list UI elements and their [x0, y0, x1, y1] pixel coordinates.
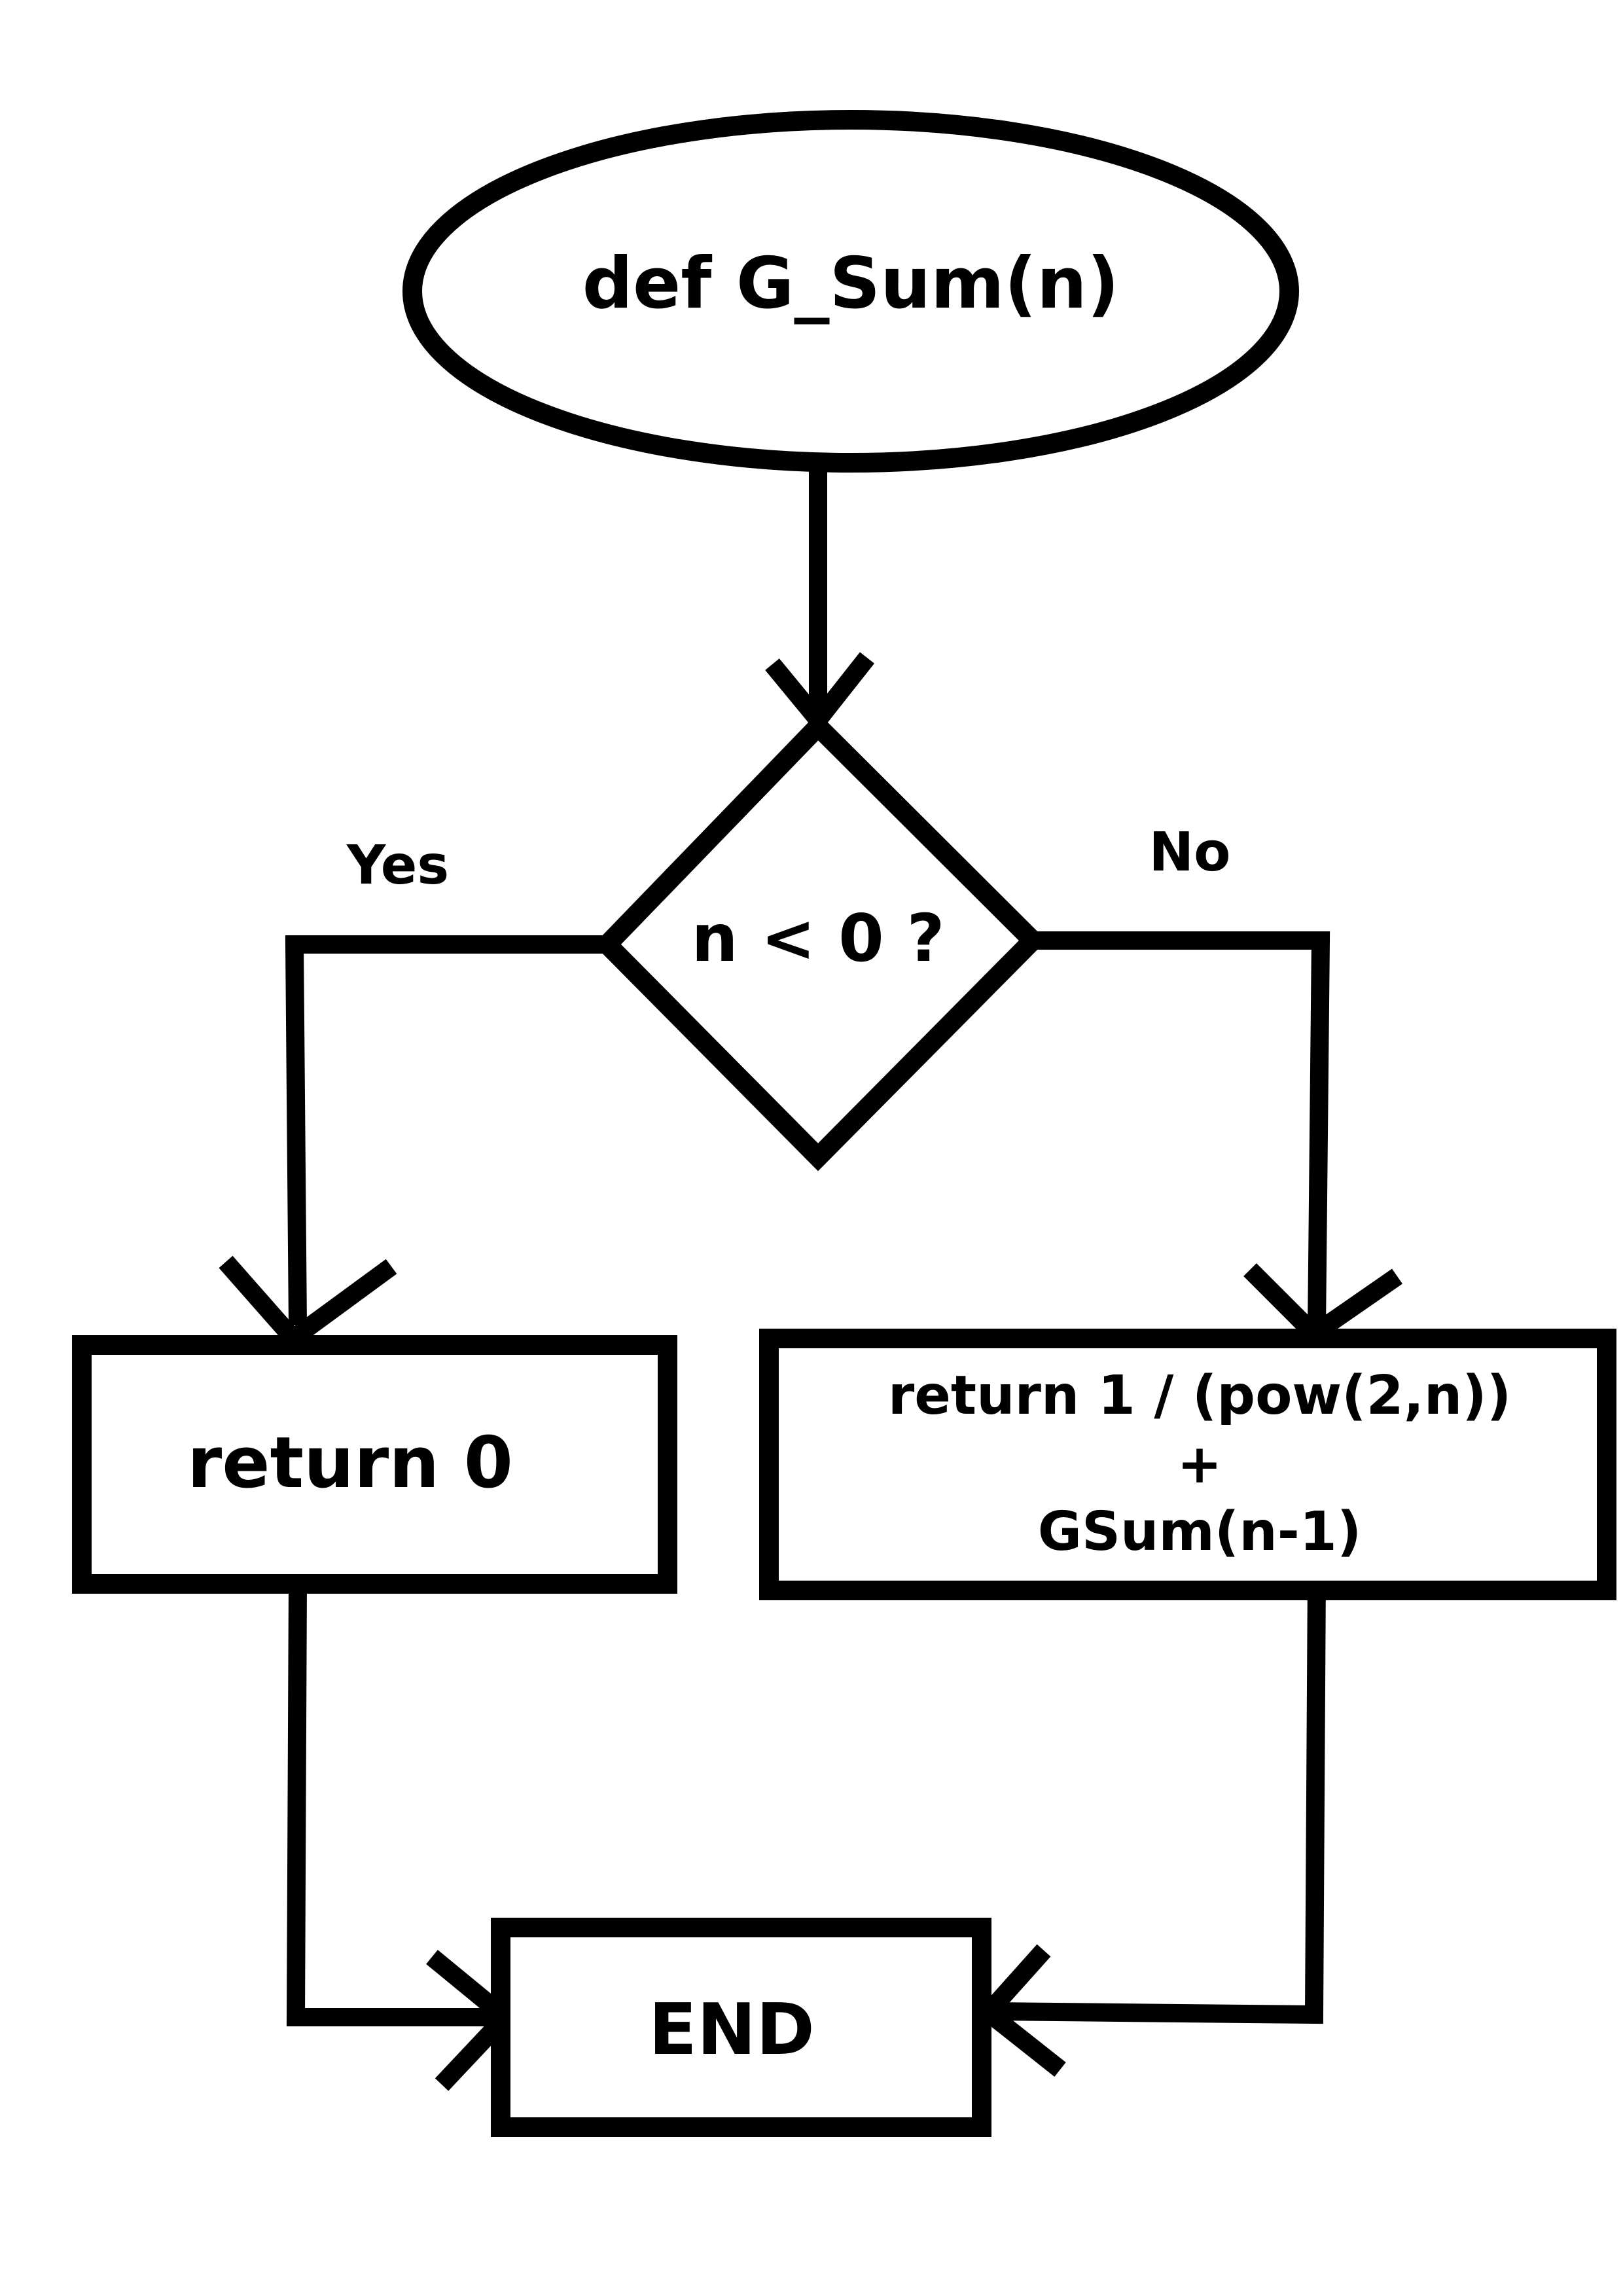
edge-return-zero-to-end — [286, 1583, 504, 2026]
end-node — [491, 1918, 991, 2137]
edge-decision-yes — [285, 935, 609, 1326]
arrowhead-return-zero-icon — [219, 1255, 397, 1351]
yes-branch-label: Yes — [346, 834, 449, 897]
return-zero-node — [72, 1335, 677, 1594]
recursive-return-line1: return 1 / (pow(2,n)) — [888, 1365, 1511, 1427]
edge-recursive-to-end — [988, 1577, 1326, 2024]
edge-decision-no — [1033, 931, 1330, 1329]
no-branch-label: No — [1149, 821, 1231, 884]
recursive-return-line3: GSum(n-1) — [1038, 1501, 1362, 1563]
recursive-return-node — [759, 1329, 1616, 1600]
start-node — [402, 110, 1299, 473]
start-node-label: def G_Sum(n) — [582, 243, 1120, 325]
end-node-label: END — [649, 1989, 815, 2071]
return-zero-label: return 0 — [187, 1422, 513, 1504]
decision-node — [594, 712, 1047, 1172]
decision-node-label: n < 0 ? — [691, 900, 944, 977]
recursive-return-line2: + — [1177, 1433, 1222, 1496]
